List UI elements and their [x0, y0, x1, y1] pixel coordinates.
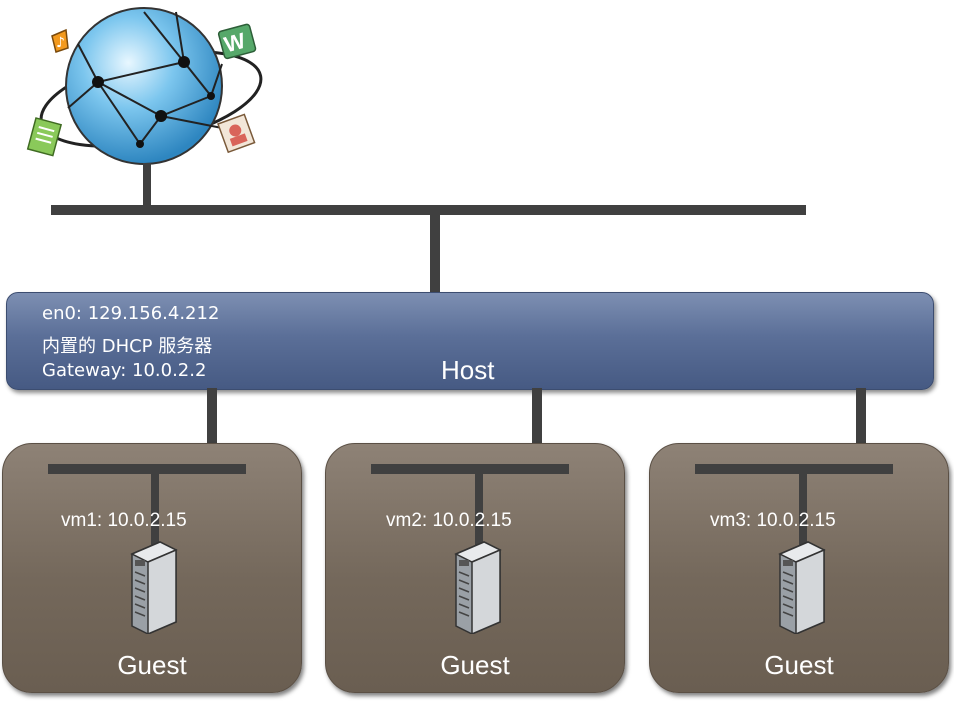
server-icon	[778, 541, 826, 634]
guest-box-vm3: vm3: 10.0.2.15 Guest	[649, 443, 949, 693]
guest-label: Guest	[117, 650, 187, 680]
guest-bus	[48, 464, 246, 474]
server-icon	[454, 541, 502, 634]
internet-uplink-wire	[143, 163, 151, 210]
internet-globe-icon: ♪ W	[26, 7, 263, 165]
svg-text:♪: ♪	[56, 35, 65, 51]
guest-drop-wire	[151, 470, 159, 546]
guest-ip-label: vm1: 10.0.2.15	[61, 510, 187, 531]
host-gateway-label: Gateway: 10.0.2.2	[42, 360, 207, 381]
host-dhcp-label: 内置的 DHCP 服务器	[42, 336, 213, 357]
guest-bus	[695, 464, 893, 474]
guest-drop-wire	[475, 470, 483, 546]
host-title: Host	[441, 355, 495, 385]
guest-label: Guest	[764, 650, 834, 680]
guest-bus	[371, 464, 569, 474]
backbone-bus	[51, 205, 806, 215]
host-to-guest2-wire	[532, 388, 542, 466]
host-to-guest3-wire	[856, 388, 866, 466]
guest-drop-wire	[799, 470, 807, 546]
host-uplink-wire	[430, 212, 440, 294]
host-to-guest1-wire	[207, 388, 217, 466]
guest-label: Guest	[440, 650, 510, 680]
server-icon	[130, 541, 178, 634]
guest-box-vm2: vm2: 10.0.2.15 Guest	[325, 443, 625, 693]
guest-box-vm1: vm1: 10.0.2.15 Guest	[2, 443, 302, 693]
host-box: en0: 129.156.4.212 内置的 DHCP 服务器 Gateway:…	[6, 292, 934, 390]
guest-ip-label: vm3: 10.0.2.15	[710, 510, 836, 531]
host-en0-label: en0: 129.156.4.212	[42, 303, 220, 324]
guest-ip-label: vm2: 10.0.2.15	[386, 510, 512, 531]
